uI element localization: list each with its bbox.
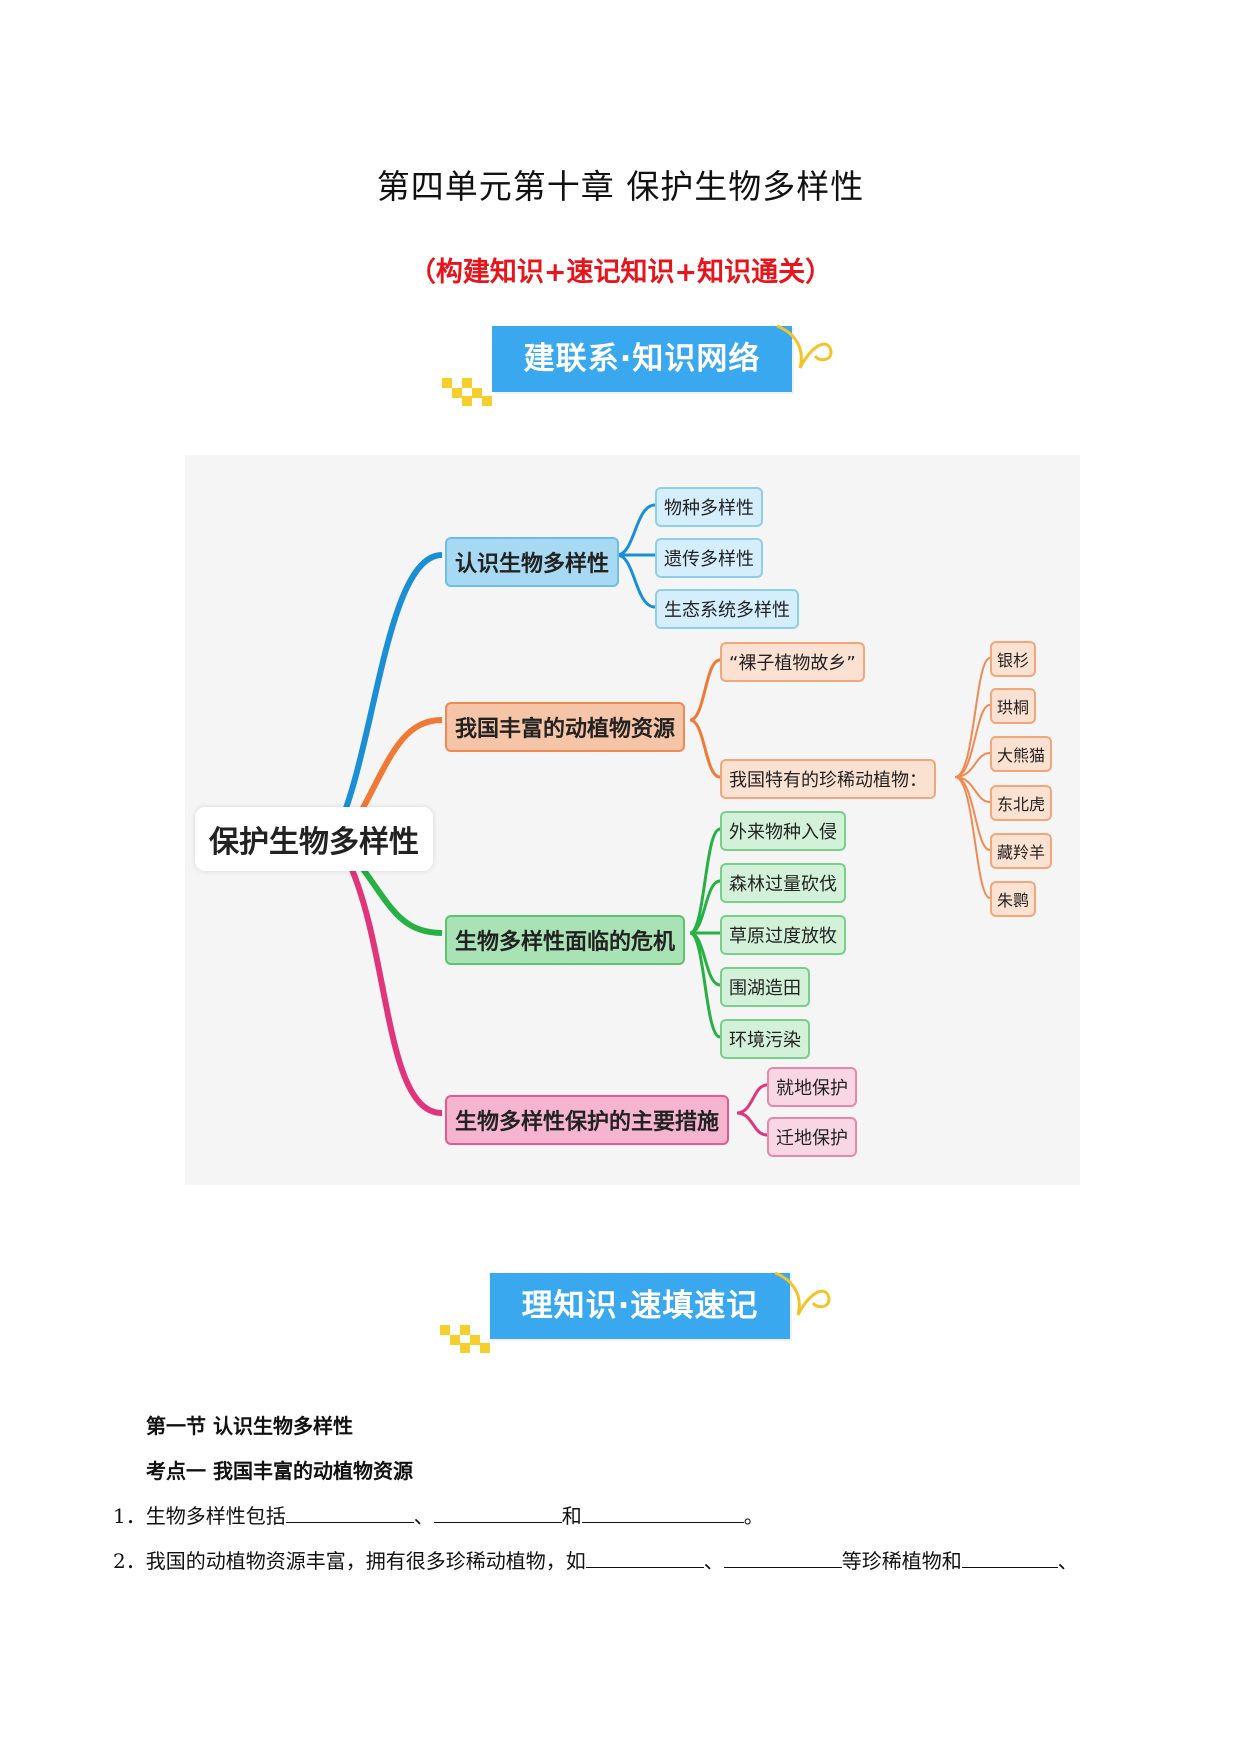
quick-review-banner: 理知识·速填速记	[490, 1273, 790, 1339]
separator: 和	[561, 1504, 582, 1528]
leaf-pollution: 环境污染	[720, 1019, 810, 1059]
branch-protection: 生物多样性保护的主要措施	[445, 1095, 730, 1145]
branch-resources: 我国丰富的动植物资源	[445, 702, 686, 752]
leaf-ex-situ: 迁地保护	[767, 1117, 857, 1157]
question-1: 1．生物多样性包括 、 和 。	[113, 1500, 764, 1529]
leaf-lake-reclamation: 围湖造田	[720, 967, 810, 1007]
branch-recognize-biodiversity: 认识生物多样性	[445, 537, 620, 587]
exam-point-heading: 考点一 我国丰富的动植物资源	[146, 1459, 413, 1483]
mind-map-root: 保护生物多样性	[195, 807, 433, 871]
answer-blank[interactable]	[723, 1547, 842, 1568]
branch-crisis: 生物多样性面临的危机	[445, 915, 686, 965]
answer-blank[interactable]	[285, 1502, 414, 1523]
answer-blank[interactable]	[581, 1502, 744, 1523]
checker-decoration-icon	[442, 378, 492, 406]
question-number: 2．	[113, 1549, 146, 1573]
question-text: 我国的动植物资源丰富，拥有很多珍稀动植物，如	[145, 1549, 586, 1573]
question-text: 等珍稀植物和	[841, 1549, 962, 1573]
leaf-gymnosperm-home: “裸子植物故乡”	[720, 642, 865, 682]
rare-item: 珙桐	[990, 688, 1037, 724]
leaf-rare-species: 我国特有的珍稀动植物：	[720, 759, 936, 799]
mind-map-connectors	[332, 503, 991, 1137]
leaf-deforestation: 森林过量砍伐	[720, 863, 846, 903]
knowledge-network-banner: 建联系·知识网络	[492, 326, 792, 392]
rare-item: 朱鹮	[990, 881, 1037, 917]
separator: 。	[743, 1504, 764, 1528]
rare-item: 东北虎	[990, 785, 1053, 821]
separator: 、	[1057, 1549, 1078, 1573]
rare-item: 大熊猫	[990, 736, 1053, 772]
separator: 、	[703, 1549, 724, 1573]
checker-decoration-icon	[440, 1325, 490, 1353]
answer-blank[interactable]	[585, 1547, 704, 1568]
mind-map: 保护生物多样性 认识生物多样性 物种多样性 遗传多样性 生态系统多样性 我国丰富…	[185, 455, 1080, 1185]
answer-blank[interactable]	[961, 1547, 1058, 1568]
leaf-overgrazing: 草原过度放牧	[720, 915, 846, 955]
leaf-invasive-species: 外来物种入侵	[720, 811, 846, 851]
rare-item: 银杉	[990, 641, 1037, 677]
question-number: 1．	[113, 1504, 146, 1528]
leaf-species-diversity: 物种多样性	[655, 487, 763, 527]
leaf-ecosystem-diversity: 生态系统多样性	[655, 589, 799, 629]
leaf-genetic-diversity: 遗传多样性	[655, 538, 763, 578]
swirl-decoration-icon	[774, 1271, 831, 1316]
swirl-decoration-icon	[776, 324, 833, 369]
question-text: 生物多样性包括	[145, 1504, 286, 1528]
answer-blank[interactable]	[433, 1502, 562, 1523]
separator: 、	[413, 1504, 434, 1528]
section-heading: 第一节 认识生物多样性	[146, 1414, 353, 1438]
question-2: 2．我国的动植物资源丰富，拥有很多珍稀动植物，如 、 等珍稀植物和 、	[113, 1545, 1078, 1574]
page-title: 第四单元第十章 保护生物多样性	[376, 167, 865, 206]
rare-item: 藏羚羊	[990, 833, 1053, 869]
leaf-in-situ: 就地保护	[767, 1067, 857, 1107]
page-subtitle: （构建知识+速记知识+知识通关）	[408, 257, 833, 288]
